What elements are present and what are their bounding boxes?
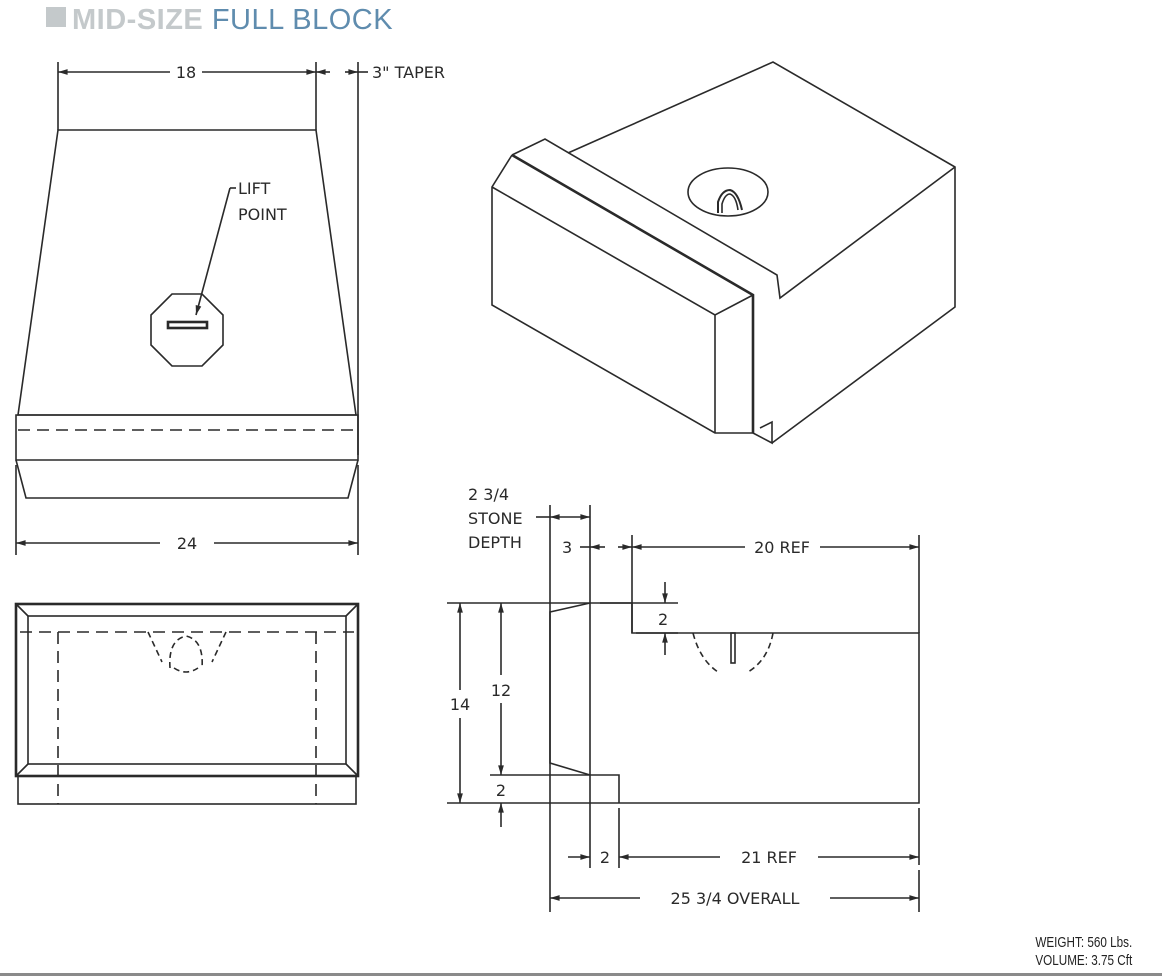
dim-24: 24 xyxy=(177,534,197,553)
dim-12: 12 xyxy=(491,681,511,700)
title-prefix: MID-SIZE xyxy=(72,4,204,36)
bottom-divider xyxy=(0,973,1162,976)
page-title: MID-SIZE FULL BLOCK xyxy=(46,4,393,37)
dim-14: 14 xyxy=(450,695,470,714)
volume-spec: VOLUME: 3.75 Cft xyxy=(1035,952,1132,969)
isometric-view xyxy=(491,61,956,445)
depth-label: DEPTH xyxy=(468,533,522,552)
dim-20-ref: 20 REF xyxy=(754,538,810,557)
lift-label: LIFT xyxy=(238,179,271,198)
specs: WEIGHT: 560 Lbs. VOLUME: 3.75 Cft xyxy=(1035,934,1132,970)
lift-pocket xyxy=(687,167,769,217)
dim-overall: 25 3/4 OVERALL xyxy=(671,889,800,908)
dim-3: 3 xyxy=(562,538,572,557)
point-label: POINT xyxy=(238,205,287,224)
front-view xyxy=(14,602,360,805)
stone-depth-value: 2 3/4 xyxy=(468,485,509,504)
dim-2-bottom: 2 xyxy=(496,781,506,800)
lift-point-octagon xyxy=(150,293,224,367)
stone-label: STONE xyxy=(468,509,523,528)
weight-spec: WEIGHT: 560 Lbs. xyxy=(1035,934,1132,951)
title-square-icon xyxy=(46,7,66,27)
dim-18: 18 xyxy=(176,63,196,82)
dim-taper: 3" TAPER xyxy=(372,63,445,82)
dim-2-top: 2 xyxy=(658,610,668,629)
dim-21-ref: 21 REF xyxy=(741,848,797,867)
side-view: 2 3/4 STONE DEPTH 3 20 REF 2 14 12 2 2 2… xyxy=(447,485,920,912)
title-suffix: FULL BLOCK xyxy=(211,4,394,36)
dim-2-toe: 2 xyxy=(600,848,610,867)
top-view: 18 3" TAPER LIFT POINT 24 xyxy=(15,62,445,555)
